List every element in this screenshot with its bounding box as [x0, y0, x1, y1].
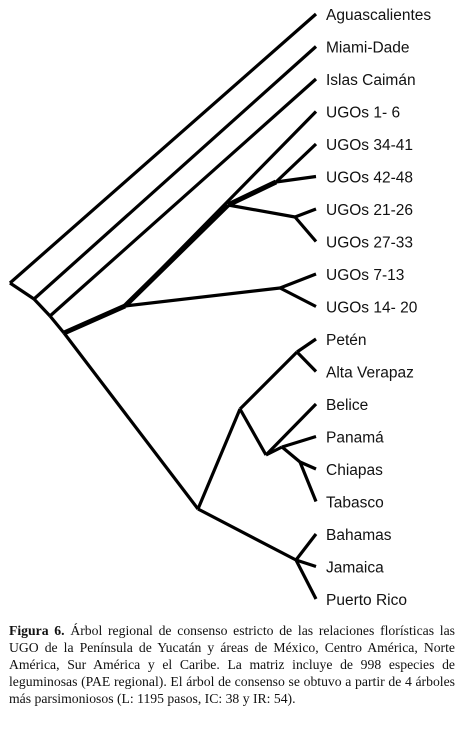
- tree-branch: [32, 45, 318, 301]
- tree-branch: [274, 142, 318, 184]
- tree-branch-bold: [123, 203, 230, 308]
- leaf-label: UGOs 7-13: [326, 267, 404, 284]
- tree-branch: [62, 332, 200, 510]
- tree-branch: [196, 408, 242, 510]
- tree-branch: [227, 203, 296, 219]
- leaf-label: Tabasco: [326, 495, 384, 512]
- leaf-label: Puerto Rico: [326, 592, 407, 609]
- figure-caption-text: Árbol regional de consenso estricto de l…: [9, 623, 455, 706]
- tree-branch: [294, 559, 318, 600]
- tree-branch: [8, 12, 318, 285]
- tree-branch: [298, 461, 318, 503]
- leaf-label: UGOs 27-33: [326, 235, 413, 252]
- tree-branch-bold: [62, 303, 127, 336]
- tree-branch: [32, 297, 52, 318]
- leaf-label: Bahamas: [326, 527, 392, 544]
- tree-branch: [279, 286, 317, 308]
- leaf-label: UGOs 34-41: [326, 137, 413, 154]
- tree-branch: [9, 281, 35, 301]
- tree-branch: [279, 272, 317, 290]
- leaf-label: UGOs 1- 6: [326, 105, 400, 122]
- leaf-label: Aguascalientes: [326, 7, 431, 24]
- tree-branch: [296, 337, 317, 354]
- figure-caption: Figura 6. Árbol regional de consenso est…: [9, 622, 455, 707]
- leaf-label: Alta Verapaz: [326, 365, 414, 382]
- tree-branch: [48, 77, 318, 318]
- tree-branch: [124, 286, 281, 308]
- leaf-label: Panamá: [326, 430, 384, 447]
- leaf-label: Belice: [326, 397, 368, 414]
- leaf-label: Islas Caimán: [326, 72, 416, 89]
- tree-branch: [275, 174, 317, 184]
- tree-branch: [294, 533, 318, 561]
- leaf-label: UGOs 42-48: [326, 170, 413, 187]
- tree-branch: [295, 350, 318, 373]
- tree-branch: [265, 445, 283, 457]
- tree-branch: [281, 434, 317, 449]
- leaf-label: Chiapas: [326, 462, 383, 479]
- tree-branch-bold: [226, 179, 278, 208]
- tree-branch: [294, 207, 317, 219]
- tree-branch: [299, 460, 317, 471]
- leaf-label: Petén: [326, 332, 367, 349]
- tree-branch: [280, 445, 302, 464]
- leaf-label: UGOs 14- 20: [326, 300, 418, 317]
- figure-label: Figura 6.: [9, 623, 65, 638]
- tree-branch: [293, 215, 318, 243]
- tree-branch: [48, 314, 66, 335]
- leaf-label: Miami-Dade: [326, 40, 410, 57]
- leaf-label: UGOs 21-26: [326, 202, 413, 219]
- leaf-label: Jamaica: [326, 560, 384, 577]
- tree-branch: [197, 507, 297, 562]
- tree-branch: [238, 350, 299, 411]
- tree-branch: [238, 408, 268, 456]
- tree-branch: [264, 402, 318, 457]
- tree-branch: [295, 558, 317, 569]
